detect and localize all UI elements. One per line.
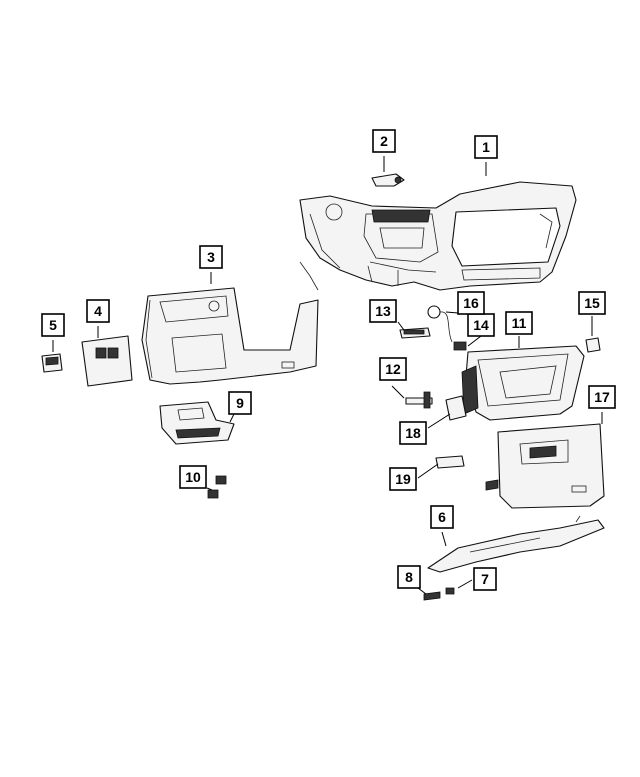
callout-5: 5 — [41, 313, 65, 337]
part-5-switch — [41, 353, 63, 373]
part-18-damper — [445, 395, 467, 421]
callout-label: 18 — [405, 425, 421, 441]
callout-label: 16 — [463, 295, 479, 311]
part-14-connector — [453, 341, 467, 351]
callout-7: 7 — [473, 567, 497, 591]
part-9-bracket — [159, 401, 235, 445]
callout-label: 2 — [380, 133, 388, 149]
part-3-lower-bezel — [141, 287, 319, 385]
callout-1: 1 — [474, 135, 498, 159]
callout-label: 4 — [94, 303, 102, 319]
callout-label: 8 — [405, 569, 413, 585]
callout-label: 13 — [375, 303, 391, 319]
part-15-bumper — [585, 337, 601, 353]
callout-label: 7 — [481, 571, 489, 587]
callout-label: 9 — [236, 395, 244, 411]
callout-19: 19 — [389, 467, 417, 491]
part-11-glove-box-bin — [461, 345, 585, 421]
callout-label: 1 — [482, 139, 490, 155]
part-17-glove-box-door — [485, 423, 605, 509]
callout-label: 6 — [438, 509, 446, 525]
callout-label: 14 — [473, 317, 489, 333]
callout-16: 16 — [457, 291, 485, 315]
callout-label: 3 — [207, 249, 215, 265]
callout-label: 12 — [385, 361, 401, 377]
callout-13: 13 — [369, 299, 397, 323]
part-2-clip — [371, 173, 405, 187]
part-7-8-fasteners — [423, 587, 455, 601]
callout-10: 10 — [179, 465, 207, 489]
callout-9: 9 — [228, 391, 252, 415]
part-16-lamp — [427, 305, 453, 343]
part-12-pin — [405, 391, 433, 409]
callout-6: 6 — [430, 505, 454, 529]
part-4-switch-bezel — [81, 335, 133, 387]
part-1-instrument-panel — [299, 181, 577, 291]
callout-label: 5 — [49, 317, 57, 333]
callout-12: 12 — [379, 357, 407, 381]
callout-14: 14 — [467, 313, 495, 337]
part-10-fasteners — [207, 475, 227, 499]
callout-label: 10 — [185, 469, 201, 485]
callout-label: 19 — [395, 471, 411, 487]
callout-8: 8 — [397, 565, 421, 589]
part-19-latch — [435, 455, 465, 469]
callout-label: 15 — [584, 295, 600, 311]
part-13-clip — [399, 327, 431, 339]
callout-2: 2 — [372, 129, 396, 153]
callout-18: 18 — [399, 421, 427, 445]
callout-label: 11 — [512, 315, 527, 331]
callout-label: 17 — [594, 389, 610, 405]
callout-17: 17 — [588, 385, 616, 409]
callout-4: 4 — [86, 299, 110, 323]
callout-15: 15 — [578, 291, 606, 315]
part-6-lower-panel — [427, 515, 605, 573]
callout-3: 3 — [199, 245, 223, 269]
callout-11: 11 — [505, 311, 533, 335]
